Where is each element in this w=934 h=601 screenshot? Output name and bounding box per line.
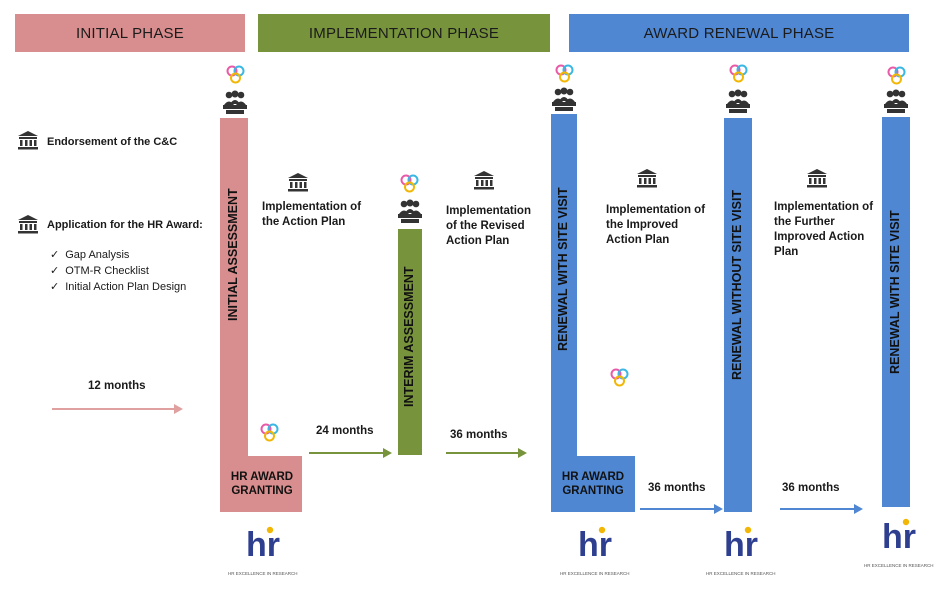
checklist-item: ✓Gap Analysis: [50, 248, 130, 262]
initial-assessment-bar: [220, 118, 248, 512]
partner-circles-icon: [610, 368, 629, 387]
hr-award-granting-label-1: HR AWARD GRANTING: [230, 471, 294, 497]
hr-logo-mark: hr: [724, 526, 758, 564]
svg-text:hr: hr: [724, 526, 758, 564]
timeline-arrow: [446, 448, 527, 458]
svg-text:hr: hr: [578, 526, 612, 564]
renewal-site-visit-label-1: RENEWAL WITH SITE VISIT: [556, 187, 570, 351]
checklist-item: ✓OTM-R Checklist: [50, 264, 149, 278]
hr-logo-mark: hr: [882, 518, 916, 556]
hr-logo-caption: HR EXCELLENCE IN RESEARCH: [864, 563, 934, 568]
assessors-icon: [726, 89, 750, 113]
duration-36-months: 36 months: [648, 482, 706, 494]
interim-assessment-bar: [398, 229, 422, 455]
partner-circles-icon: [729, 64, 748, 83]
hr-logo-mark: hr: [246, 526, 280, 564]
renewal-without-site-visit-bar: [724, 118, 752, 512]
partner-circles-icon: [400, 174, 419, 193]
duration-24-months: 24 months: [316, 425, 374, 437]
assessors-icon: [398, 199, 422, 223]
check-icon: ✓: [50, 249, 60, 261]
phase-header-implementation-label: IMPLEMENTATION PHASE: [308, 24, 500, 42]
application-text: Application for the HR Award:: [47, 219, 203, 231]
phase-header-initial: INITIAL PHASE: [15, 14, 245, 52]
timeline-arrow: [309, 448, 392, 458]
duration-36-months: 36 months: [450, 429, 508, 441]
hr-award-granting-label-2: HR AWARD GRANTING: [561, 471, 625, 497]
duration-12-months: 12 months: [88, 380, 146, 392]
institution-icon: [18, 215, 38, 234]
renewal-without-site-visit-label: RENEWAL WITHOUT SITE VISIT: [730, 189, 744, 380]
partner-circles-icon: [260, 423, 279, 442]
hr-logo-caption: HR EXCELLENCE IN RESEARCH: [560, 571, 630, 576]
check-icon: ✓: [50, 265, 60, 277]
phase-header-initial-label: INITIAL PHASE: [76, 24, 184, 42]
institution-icon: [18, 131, 38, 150]
renewal-site-visit-label-2: RENEWAL WITH SITE VISIT: [888, 210, 902, 374]
hr-logo-mark: hr: [578, 526, 612, 564]
partner-circles-icon: [887, 66, 906, 85]
phase-header-implementation: IMPLEMENTATION PHASE: [258, 14, 550, 52]
institution-icon: [807, 169, 827, 188]
institution-icon: [637, 169, 657, 188]
svg-text:hr: hr: [246, 526, 280, 564]
hr-excellence-logo: hr HR EXCELLENCE IN RESEARCH: [864, 512, 934, 570]
interim-assessment-label: INTERIM ASSESSMENT: [402, 266, 416, 407]
endorsement-text: Endorsement of the C&C: [47, 136, 178, 148]
hr-logo-caption: HR EXCELLENCE IN RESEARCH: [706, 571, 776, 576]
hr-award-granting-box-1: [220, 456, 302, 512]
partner-circles-icon: [226, 65, 245, 84]
svg-text:hr: hr: [882, 518, 916, 556]
partner-circles-icon: [555, 64, 574, 83]
further-plan-text: Implementation of the Further Improved A…: [774, 201, 874, 258]
phase-header-renewal-label: AWARD RENEWAL PHASE: [643, 24, 835, 42]
institution-icon: [474, 171, 494, 190]
assessors-icon: [223, 90, 247, 114]
initial-assessment-label: INITIAL ASSESSMENT: [226, 188, 240, 321]
improved-plan-text: Implementation of the Improved Action Pl…: [606, 204, 706, 246]
hr-excellence-logo: hr HR EXCELLENCE IN RESEARCH: [228, 520, 298, 578]
action-plan-text: Implementation of the Action Plan: [262, 201, 362, 228]
revised-plan-text: Implementation of the Revised Action Pla…: [446, 205, 531, 247]
renewal-site-visit-bar-1: [551, 114, 577, 512]
hr-award-granting-box-2: [551, 456, 635, 512]
institution-icon: [288, 173, 308, 192]
renewal-site-visit-bar-2: [882, 117, 910, 507]
phase-header-renewal: AWARD RENEWAL PHASE: [569, 14, 909, 52]
timeline-arrow: [780, 504, 863, 514]
checklist-item: ✓Initial Action Plan Design: [50, 280, 187, 294]
assessors-icon: [884, 89, 908, 113]
hr-excellence-logo: hr HR EXCELLENCE IN RESEARCH: [560, 520, 630, 578]
assessors-icon: [552, 87, 576, 111]
timeline-arrow: [640, 504, 723, 514]
hr-excellence-logo: hr HR EXCELLENCE IN RESEARCH: [706, 520, 776, 578]
check-icon: ✓: [50, 281, 60, 293]
timeline-arrow: [52, 404, 183, 414]
hr-logo-caption: HR EXCELLENCE IN RESEARCH: [228, 571, 298, 576]
duration-36-months: 36 months: [782, 482, 840, 494]
